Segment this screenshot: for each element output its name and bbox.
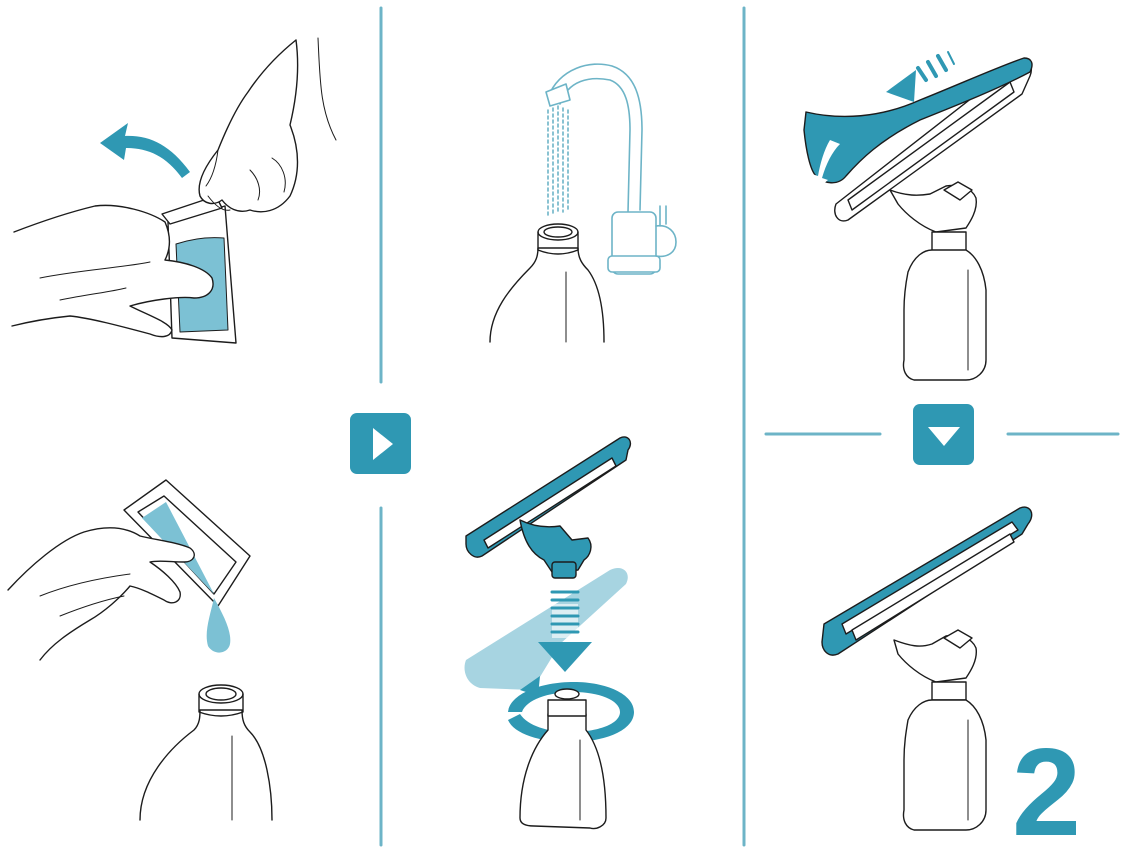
bottle-open [140, 685, 272, 820]
panel-attach-head [465, 437, 634, 829]
panel-faucet [490, 64, 676, 342]
water-stream [548, 106, 568, 218]
pull-arrow-icon [918, 52, 954, 80]
bottle-with-neck [520, 689, 606, 829]
panel-open-sachet [12, 38, 336, 343]
right-hand [199, 40, 298, 212]
panel-pour-sachet [8, 480, 272, 820]
bottle [490, 224, 604, 342]
spray-bottle-assembled [894, 630, 986, 830]
spray-bottle [890, 182, 986, 380]
faucet [546, 64, 676, 274]
panel-remove-pad [804, 52, 1032, 380]
curved-arrow-icon [100, 123, 190, 178]
panel-assembled [822, 507, 1032, 830]
down-arrow-icon [913, 404, 974, 465]
ghost-head [465, 568, 628, 690]
step-number: 2 [1012, 738, 1081, 848]
dividers [381, 8, 1118, 845]
hand-pouring [8, 528, 194, 660]
next-arrow-icon [350, 413, 411, 474]
wiper-head [466, 437, 630, 578]
